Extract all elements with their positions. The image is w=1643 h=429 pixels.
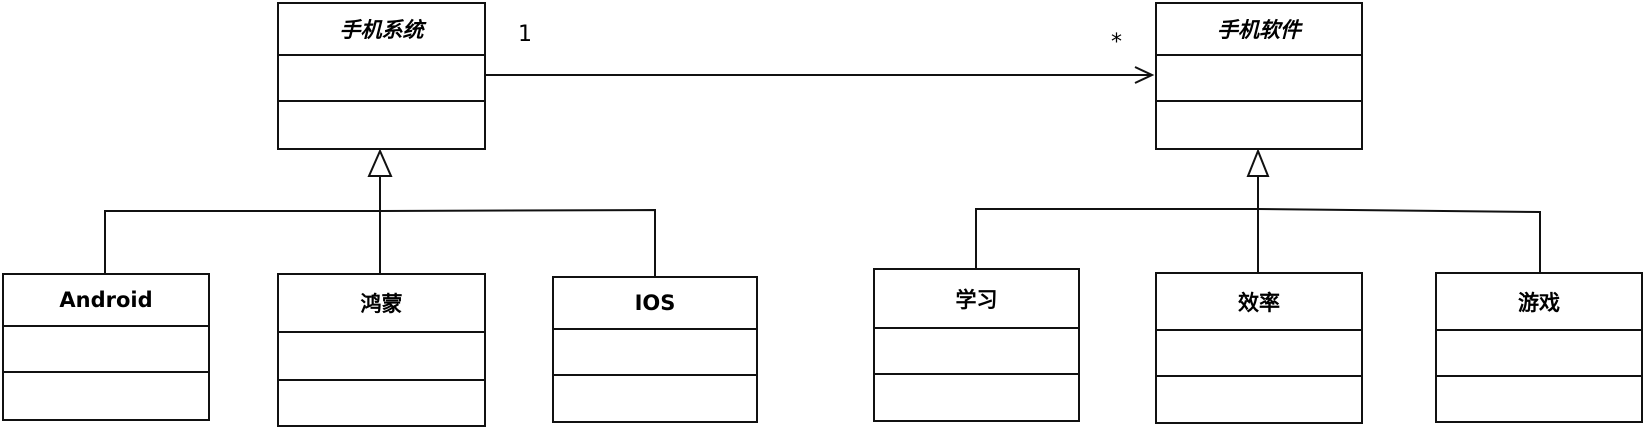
class-ios[interactable]: IOS (552, 276, 758, 423)
attributes-compartment (875, 327, 1078, 375)
inheritance-triangle-icon (1246, 148, 1270, 177)
class-phone-software[interactable]: 手机软件 (1155, 2, 1363, 150)
attributes-compartment (4, 325, 208, 373)
multiplicity-many: * (1111, 30, 1122, 55)
class-name: IOS (554, 278, 756, 330)
class-game[interactable]: 游戏 (1435, 272, 1643, 423)
class-name: Android (4, 275, 208, 327)
class-efficiency[interactable]: 效率 (1155, 272, 1363, 424)
class-name: 学习 (875, 270, 1078, 329)
class-hongmeng[interactable]: 鸿蒙 (277, 273, 486, 427)
open-arrowhead-icon (1134, 66, 1155, 84)
generalization-right (975, 148, 1541, 272)
class-name: 效率 (1157, 274, 1361, 331)
generalization-left (104, 148, 656, 276)
class-phone-system[interactable]: 手机系统 (277, 2, 486, 150)
attributes-compartment (1157, 54, 1361, 102)
attributes-compartment (279, 54, 484, 102)
attributes-compartment (1437, 329, 1641, 377)
attributes-compartment (279, 331, 484, 381)
class-name: 鸿蒙 (279, 275, 484, 333)
inheritance-triangle-icon (367, 148, 393, 177)
multiplicity-one: 1 (518, 22, 532, 47)
class-name: 游戏 (1437, 274, 1641, 331)
class-study[interactable]: 学习 (873, 268, 1080, 422)
class-name: 手机系统 (279, 4, 484, 56)
class-android[interactable]: Android (2, 273, 210, 421)
attributes-compartment (554, 328, 756, 376)
class-name: 手机软件 (1157, 4, 1361, 56)
attributes-compartment (1157, 329, 1361, 377)
aggregation-association (462, 66, 1155, 84)
